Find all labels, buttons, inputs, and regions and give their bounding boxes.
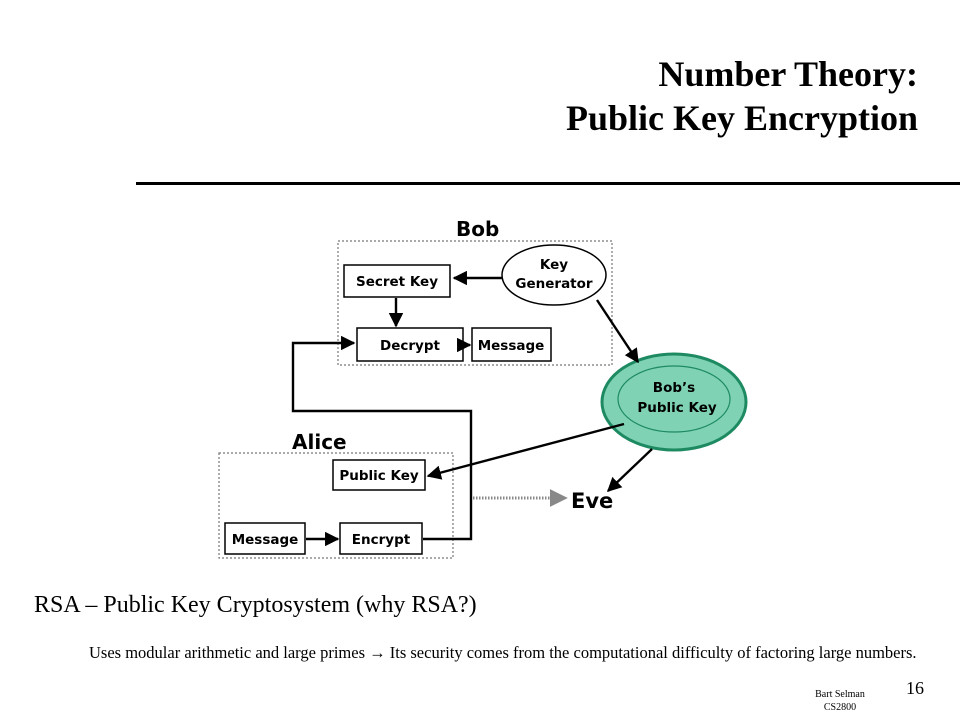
- bob-message-label: Message: [478, 338, 545, 354]
- arrow-public-key-to-eve: [606, 448, 653, 492]
- description-part2: Its security comes from the computationa…: [385, 643, 917, 662]
- footer-author: Bart Selman CS2800: [790, 688, 890, 714]
- title-line-2: Public Key Encryption: [565, 98, 918, 138]
- encrypt-box: [339, 522, 423, 555]
- rsa-heading: RSA – Public Key Cryptosystem (why RSA?): [34, 592, 477, 618]
- bob-region: [337, 240, 613, 366]
- arrow-public-key-to-alice: [426, 422, 625, 480]
- title-underline: [136, 182, 960, 185]
- alice-public-key-box: [332, 459, 426, 491]
- bob-label: Bob: [456, 217, 499, 241]
- author-name: Bart Selman: [815, 689, 865, 700]
- arrow-encrypt-to-decrypt: [291, 335, 473, 541]
- course-code: CS2800: [823, 702, 857, 713]
- arrow-keygen-to-public-key: [595, 299, 640, 364]
- decrypt-label: Decrypt: [380, 338, 440, 354]
- key-generator-line1: Key: [540, 257, 568, 273]
- description-part1: Uses modular arithmetic and large primes: [89, 643, 370, 662]
- key-generator-ellipse: [501, 244, 607, 306]
- public-key-line2: Public Key: [637, 400, 717, 416]
- public-key-line1: Bob’s: [653, 380, 695, 396]
- rsa-description: Uses modular arithmetic and large primes…: [89, 641, 939, 665]
- secret-key-label: Secret Key: [356, 274, 438, 290]
- decrypt-box: [356, 327, 464, 362]
- key-generator-line2: Generator: [515, 276, 592, 292]
- public-key-ellipse-outer: [600, 352, 748, 452]
- alice-label: Alice: [292, 430, 347, 454]
- alice-region: [218, 452, 454, 559]
- eve-label: Eve: [571, 489, 613, 513]
- public-key-ellipse-inner: [617, 365, 731, 433]
- slide-title: Number Theory: Public Key Encryption: [566, 52, 918, 140]
- secret-key-box: [343, 264, 451, 298]
- encrypt-label: Encrypt: [352, 532, 411, 548]
- alice-public-key-label: Public Key: [339, 468, 419, 484]
- page-number: 16: [906, 678, 924, 698]
- bob-message-box: [471, 327, 552, 362]
- alice-message-label: Message: [232, 532, 299, 548]
- alice-message-box: [224, 522, 306, 555]
- title-line-1: Number Theory:: [658, 54, 918, 94]
- implies-arrow-icon: →: [369, 643, 386, 662]
